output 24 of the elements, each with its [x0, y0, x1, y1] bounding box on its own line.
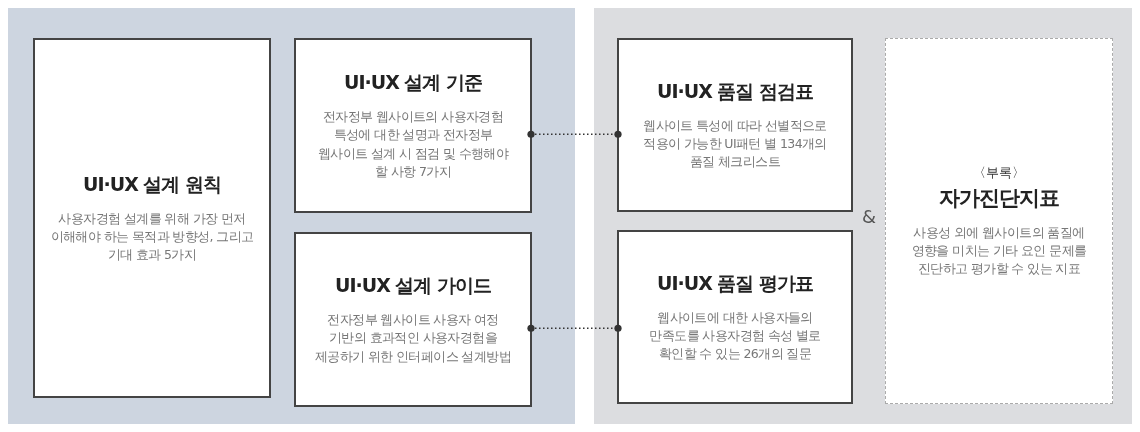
description: 사용자경험 설계를 위해 가장 먼저 이해해야 하는 목적과 방향성, 그리고 기대 효과 5가지 [49, 209, 255, 265]
subheading: 〈부록〉 [973, 163, 1025, 182]
section-panel [8, 8, 575, 424]
description: 웹사이트에 대한 사용자들의 만족도를 사용자경험 속성 별로 확인할 수 있는 26개의 질문 [648, 308, 822, 364]
heading: UI·UX 품질 점검표 [657, 78, 813, 104]
description: 전자정부 웹사이트 사용자 여정 기반의 효과적인 사용자경험을 제공하기 위한 인터페이스 설계방법 [313, 311, 513, 366]
content-box [617, 38, 853, 212]
heading: 자가진단지표 [939, 184, 1059, 212]
heading: UI·UX 설계 원칙 [83, 171, 221, 197]
content-box [617, 230, 853, 404]
description: 웹사이트 특성에 따라 선별적으로 적용이 가능한 UI패턴 별 134개의 품질 체크리스트 [642, 116, 828, 172]
heading: UI·UX 설계 기준 [344, 70, 482, 96]
section-panel [594, 8, 1132, 424]
ampersand-label: & [862, 206, 877, 227]
dashed-box [885, 38, 1113, 404]
description: 전자정부 웹사이트의 사용자경험 특성에 대한 설명과 전자정부 웹사이트 설계 시 점검 및 수행해야 할 사항 7가지 [316, 108, 510, 181]
heading: UI·UX 설계 가이드 [335, 273, 491, 299]
description: 사용성 외에 웹사이트의 품질에 영향을 미치는 기타 요인 문제를 진단하고 평가할 수 있는 지표 [910, 223, 1088, 279]
heading: UI·UX 품질 평가표 [657, 270, 813, 296]
content-box [33, 38, 271, 398]
content-box [294, 38, 532, 213]
dotted-connector [527, 324, 622, 332]
dotted-connector [527, 130, 622, 138]
content-box [294, 232, 532, 407]
